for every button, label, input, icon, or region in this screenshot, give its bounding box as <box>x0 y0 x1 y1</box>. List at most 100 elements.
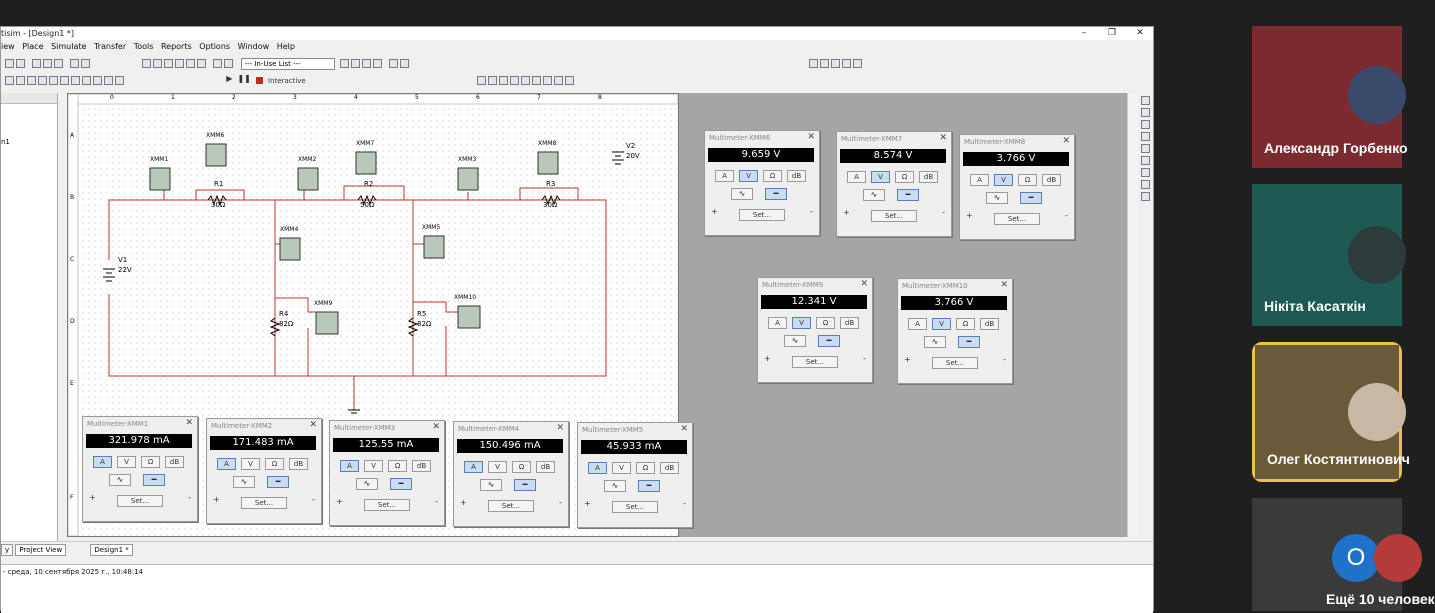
place5-icon[interactable] <box>49 76 58 85</box>
instr6-icon[interactable] <box>532 76 541 85</box>
preview-icon[interactable] <box>16 59 25 68</box>
participant-tile-more[interactable]: О Ещё 10 человек <box>1252 498 1435 611</box>
mode-a-button[interactable]: A <box>588 462 607 474</box>
redo-icon[interactable] <box>81 59 91 68</box>
print-icon[interactable] <box>5 59 14 68</box>
mode-a-button[interactable]: A <box>847 171 866 183</box>
place9-icon[interactable] <box>93 76 102 85</box>
instr2-icon[interactable] <box>488 76 497 85</box>
tab-hierarchy[interactable]: y <box>1 544 14 556</box>
zoom-fit-icon[interactable] <box>842 59 851 68</box>
mode-ohm-button[interactable]: Ω <box>512 461 531 473</box>
vertical-scrollbar[interactable] <box>1127 93 1138 537</box>
mode-db-button[interactable]: dB <box>165 456 184 468</box>
mode-a-button[interactable]: A <box>715 170 734 182</box>
zoom-area-icon[interactable] <box>831 59 840 68</box>
mode-ohm-button[interactable]: Ω <box>1018 174 1037 186</box>
set-button[interactable]: Set... <box>364 499 410 511</box>
mode-db-button[interactable]: dB <box>412 460 431 472</box>
mode-v-button[interactable]: V <box>488 461 507 473</box>
close-icon[interactable]: ✕ <box>1000 280 1008 290</box>
mode-v-button[interactable]: V <box>932 318 951 330</box>
place11-icon[interactable] <box>115 76 124 85</box>
graph-icon[interactable] <box>175 59 185 68</box>
counter-tool-icon[interactable] <box>1141 156 1150 165</box>
mode-db-button[interactable]: dB <box>536 461 555 473</box>
grid-icon[interactable] <box>142 59 152 68</box>
close-icon[interactable]: ✕ <box>432 422 440 432</box>
close-icon[interactable]: ✕ <box>807 132 815 142</box>
dc-button[interactable]: ━ <box>267 476 289 488</box>
mode-a-button[interactable]: A <box>908 318 927 330</box>
place7-icon[interactable] <box>71 76 80 85</box>
set-button[interactable]: Set... <box>117 495 163 507</box>
ac-button[interactable]: ∿ <box>986 192 1008 204</box>
close-icon[interactable]: ✕ <box>1062 136 1070 146</box>
generator-tool-icon[interactable] <box>1141 108 1150 117</box>
gear-icon[interactable] <box>565 76 574 85</box>
instr4-icon[interactable] <box>510 76 519 85</box>
place8-icon[interactable] <box>82 76 91 85</box>
close-button[interactable]: ✕ <box>1136 28 1144 38</box>
probe-tool-icon[interactable] <box>1141 192 1150 201</box>
set-button[interactable]: Set... <box>739 209 785 221</box>
dc-button[interactable]: ━ <box>143 474 165 486</box>
tab-design1[interactable]: Design1 * <box>90 544 133 556</box>
set-button[interactable]: Set... <box>932 357 978 369</box>
menu-place[interactable]: Place <box>22 42 44 51</box>
mode-v-button[interactable]: V <box>871 171 890 183</box>
undo-icon[interactable] <box>70 59 80 68</box>
participant-tile-2[interactable]: Нікіта Касаткін <box>1252 184 1406 326</box>
ac-button[interactable]: ∿ <box>784 335 806 347</box>
close-icon[interactable]: ✕ <box>680 424 688 434</box>
ac-button[interactable]: ∿ <box>863 189 885 201</box>
mode-v-button[interactable]: V <box>364 460 383 472</box>
dc-button[interactable]: ━ <box>638 480 660 492</box>
mode-ohm-button[interactable]: Ω <box>895 171 914 183</box>
mode-db-button[interactable]: dB <box>840 317 859 329</box>
dc-button[interactable]: ━ <box>897 189 919 201</box>
stop-icon[interactable] <box>255 77 263 84</box>
place3-icon[interactable] <box>27 76 36 85</box>
instr1-icon[interactable] <box>477 76 486 85</box>
pause-icon[interactable]: ❚❚ <box>237 74 251 83</box>
place-icon[interactable] <box>5 76 14 85</box>
menu-view[interactable]: iew <box>1 42 15 51</box>
menu-options[interactable]: Options <box>199 42 231 51</box>
mode-db-button[interactable]: dB <box>787 170 806 182</box>
close-icon[interactable]: ✕ <box>556 423 564 433</box>
list-icon[interactable] <box>197 59 207 68</box>
interactive-label[interactable]: Interactive <box>268 77 306 85</box>
menu-reports[interactable]: Reports <box>160 42 192 51</box>
mode-v-button[interactable]: V <box>612 462 631 474</box>
mode-a-button[interactable]: A <box>93 456 112 468</box>
minimize-button[interactable]: – <box>1081 28 1087 38</box>
wattmeter-tool-icon[interactable] <box>1141 120 1150 129</box>
ac-button[interactable]: ∿ <box>109 474 131 486</box>
mode-a-button[interactable]: A <box>970 174 989 186</box>
probe2-icon[interactable] <box>350 59 360 68</box>
help-icon[interactable] <box>399 59 409 68</box>
set-button[interactable]: Set... <box>488 500 534 512</box>
tab-project-view[interactable]: Project View <box>15 544 67 556</box>
mode-ohm-button[interactable]: Ω <box>388 460 407 472</box>
mode-v-button[interactable]: V <box>739 170 758 182</box>
mode-db-button[interactable]: dB <box>289 458 308 470</box>
ac-button[interactable]: ∿ <box>356 478 378 490</box>
cut-icon[interactable] <box>32 59 42 68</box>
mode-ohm-button[interactable]: Ω <box>956 318 975 330</box>
component-icon[interactable] <box>164 59 174 68</box>
dc-button[interactable]: ━ <box>514 479 536 491</box>
mode-v-button[interactable]: V <box>117 456 136 468</box>
zoom-in-icon[interactable] <box>809 59 818 68</box>
table-icon[interactable] <box>153 59 163 68</box>
mode-ohm-button[interactable]: Ω <box>636 462 655 474</box>
dc-button[interactable]: ━ <box>1020 192 1042 204</box>
mode-a-button[interactable]: A <box>768 317 787 329</box>
